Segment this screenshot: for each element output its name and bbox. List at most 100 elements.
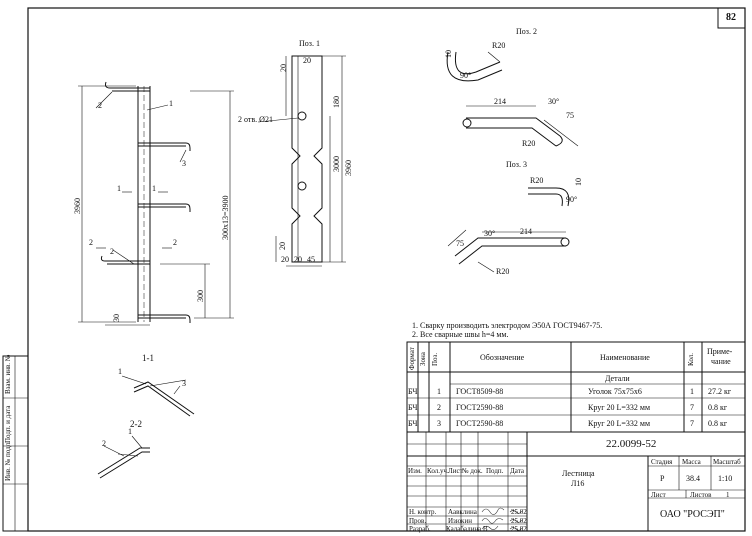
th-qty: Кол.	[687, 353, 695, 366]
pos2-angle-30: 30°	[548, 97, 560, 106]
scale-value: 1:10	[718, 474, 733, 483]
col-sign: Подп.	[486, 467, 504, 475]
th-name: Наименование	[600, 353, 650, 362]
cell-name: Круг 20 L=332 мм	[588, 419, 651, 428]
pos1-dim-45: 45	[307, 255, 315, 264]
signer-developed: Калабалина В	[446, 525, 488, 533]
note-2: 2. Все сварные швы h=4 мм.	[412, 330, 509, 339]
cell-qty: 1	[690, 387, 694, 396]
stage-label: Стадия	[651, 458, 673, 466]
cell-pos: 3	[437, 419, 441, 428]
cell-pos: 2	[437, 403, 441, 412]
cell-format: БЧ	[408, 419, 418, 428]
pos1-dim-180: 180	[332, 96, 341, 108]
cell-format: БЧ	[408, 387, 418, 396]
dim-rung-step: 300	[196, 290, 205, 302]
scale-label: Масштаб	[713, 458, 741, 466]
pos1-title: Поз. 1	[299, 39, 320, 48]
pos2-r20-bottom: R20	[522, 139, 536, 148]
dim-rung-span: 300x13=3900	[221, 195, 230, 240]
section-2-2-callout-1: 1	[128, 427, 132, 436]
cell-designation: ГОСТ2590-88	[456, 403, 504, 412]
callout-2-lower: 2	[110, 247, 114, 256]
pos1-dim-3000: 3000	[332, 156, 341, 172]
sheets-value: 1	[726, 491, 730, 499]
stamp-replaced: Взам. инв. №	[4, 354, 12, 394]
th-zone: Зона	[419, 352, 427, 366]
cell-note: 27.2 кг	[708, 387, 732, 396]
pos3-dim-10: 10	[574, 178, 583, 186]
cell-name: Уголок 75х75х6	[588, 387, 642, 396]
product-name: Лестница	[562, 469, 595, 478]
section-1-1-callout-1: 1	[118, 367, 122, 376]
cell-note: 0.8 кг	[708, 403, 728, 412]
pos2-dim-10: 10	[444, 50, 453, 58]
signer-checked: Изюкин	[448, 517, 472, 525]
col-doc: № док.	[462, 467, 483, 475]
mass-value: 38.4	[686, 474, 700, 483]
pos2-dim-214: 214	[494, 97, 506, 106]
pos1-dim-20-side: 20	[279, 64, 288, 72]
th-note-2: чание	[711, 357, 731, 366]
section-mark-1-left: 1	[117, 184, 121, 193]
stamp-original: Инв. № подл.	[4, 441, 12, 481]
section-mark-1-right: 1	[152, 184, 156, 193]
pos2-title: Поз. 2	[516, 27, 537, 36]
col-list: Лист	[448, 467, 463, 475]
cell-name: Круг 20 L=332 мм	[588, 403, 651, 412]
col-kol: Кол.уч.	[427, 467, 449, 475]
callout-2-top: 2	[98, 101, 102, 110]
spec-section-details: Детали	[605, 374, 630, 383]
date-developed: 25.02	[511, 525, 527, 533]
signature-marks	[481, 507, 523, 531]
callout-3: 3	[182, 159, 186, 168]
document-code: 22.0099-52	[606, 438, 657, 450]
pos1-dim-3960: 3960	[344, 160, 353, 176]
cell-format: БЧ	[408, 403, 418, 412]
pos2-angle-90: 90°	[460, 71, 472, 80]
section-2-2-callout-2: 2	[102, 439, 106, 448]
cell-designation: ГОСТ8509-88	[456, 387, 504, 396]
cell-qty: 7	[690, 403, 694, 412]
section-mark-2-right: 2	[173, 238, 177, 247]
pos3-r20-top: R20	[530, 176, 544, 185]
pos2-dim-75: 75	[566, 111, 574, 120]
signer-control: Аавклина	[448, 508, 477, 516]
role-control: Н. контр.	[409, 508, 437, 516]
date-control: 25.02	[511, 508, 527, 516]
section-1-1-callout-3: 3	[182, 379, 186, 388]
date-checked: 25.02	[511, 517, 527, 525]
section-mark-2-left: 2	[89, 238, 93, 247]
th-format: Формат	[408, 347, 416, 370]
cell-pos: 1	[437, 387, 441, 396]
sheets-label: Листов	[690, 491, 712, 499]
callout-1: 1	[169, 99, 173, 108]
dim-total-height: 3960	[73, 198, 82, 214]
sheet-number: 82	[726, 12, 736, 23]
stamp-sign-date: Подп. и дата	[4, 405, 12, 443]
pos1-dim-20-low: 20	[281, 255, 289, 264]
cell-qty: 7	[690, 419, 694, 428]
pos3-r20-bottom: R20	[496, 267, 510, 276]
role-developed: Разраб.	[409, 525, 431, 533]
role-checked: Пров.	[409, 517, 427, 525]
pos1-holes: 2 отв. Ø21	[238, 115, 273, 124]
pos1-dim-20-low2: 20	[294, 255, 302, 264]
pos3-angle-30: 30°	[484, 229, 496, 238]
mass-label: Масса	[682, 458, 701, 466]
note-1: 1. Сварку производить электродом Э50А ГО…	[412, 321, 603, 330]
pos1-dim-20-bottom: 20	[278, 242, 287, 250]
stage-value: Р	[660, 474, 665, 483]
col-izm: Изм.	[408, 467, 422, 475]
dim-bottom: 30	[112, 314, 121, 322]
pos3-angle-90: 90°	[566, 195, 578, 204]
pos3-title: Поз. 3	[506, 160, 527, 169]
company-name: ОАО "РОСЭП"	[660, 509, 725, 520]
col-date: Дата	[510, 467, 524, 475]
pos2-r20-top: R20	[492, 41, 506, 50]
cell-note: 0.8 кг	[708, 419, 728, 428]
pos3-dim-75: 75	[456, 239, 464, 248]
th-pos: Поз.	[431, 352, 439, 366]
